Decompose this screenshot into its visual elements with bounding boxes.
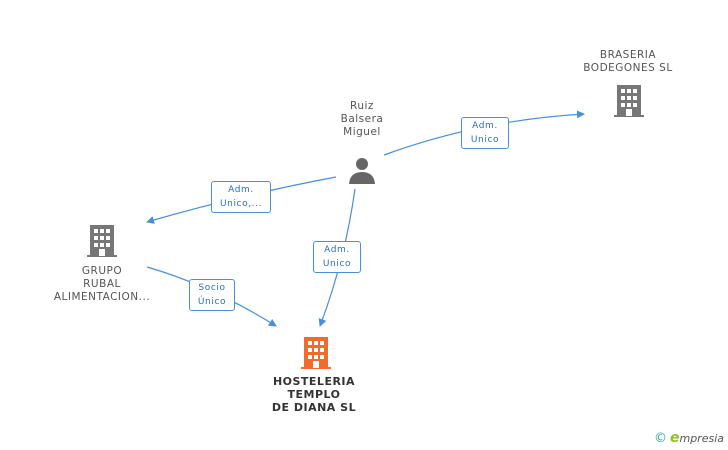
company-label-grupo[interactable]: GRUPO RUBAL ALIMENTACION... bbox=[46, 265, 158, 304]
edge-label-line: Único bbox=[197, 297, 227, 307]
label-line: Miguel bbox=[343, 126, 381, 138]
brand-logo-e: e bbox=[669, 430, 680, 446]
person-name-label[interactable]: Ruiz Balsera Miguel bbox=[326, 100, 398, 139]
label-line: ALIMENTACION... bbox=[53, 291, 151, 303]
edge-label-person-hosteleria: Adm. Unico bbox=[313, 241, 361, 273]
edge-label-line: Adm. bbox=[472, 121, 498, 131]
building-icon[interactable] bbox=[300, 336, 332, 370]
building-icon[interactable] bbox=[86, 224, 118, 258]
edge-label-line: Socio bbox=[198, 283, 226, 293]
edge-label-grupo-hosteleria: Socio Único bbox=[189, 279, 235, 311]
edge-label-line: Unico,... bbox=[219, 199, 263, 209]
label-line: BRASERIA bbox=[599, 49, 657, 61]
edge-label-line: Unico bbox=[322, 259, 352, 269]
brand-watermark: ©empresia bbox=[654, 430, 724, 446]
label-line: Balsera bbox=[340, 113, 384, 125]
edge-label-line: Adm. bbox=[324, 245, 350, 255]
person-icon[interactable] bbox=[347, 155, 377, 185]
building-icon[interactable] bbox=[613, 84, 645, 118]
label-line: GRUPO bbox=[81, 265, 123, 277]
edge-label-line: Adm. bbox=[228, 185, 254, 195]
edge-label-person-braseria: Adm. Unico bbox=[461, 117, 509, 149]
copyright-icon: © bbox=[653, 431, 667, 446]
edge-label-person-grupo: Adm. Unico,... bbox=[211, 181, 271, 213]
company-label-braseria[interactable]: BRASERIA BODEGONES SL bbox=[574, 49, 682, 75]
label-line: RUBAL bbox=[83, 278, 121, 290]
label-line: TEMPLO bbox=[287, 388, 341, 401]
label-line: Ruiz bbox=[350, 100, 374, 112]
label-line: BODEGONES SL bbox=[583, 62, 673, 74]
company-label-hosteleria[interactable]: HOSTELERIA TEMPLO DE DIANA SL bbox=[256, 375, 372, 414]
label-line: HOSTELERIA bbox=[272, 375, 356, 388]
label-line: DE DIANA SL bbox=[271, 401, 357, 414]
edge-label-line: Unico bbox=[470, 135, 500, 145]
brand-logo-text: mpresia bbox=[679, 432, 724, 445]
